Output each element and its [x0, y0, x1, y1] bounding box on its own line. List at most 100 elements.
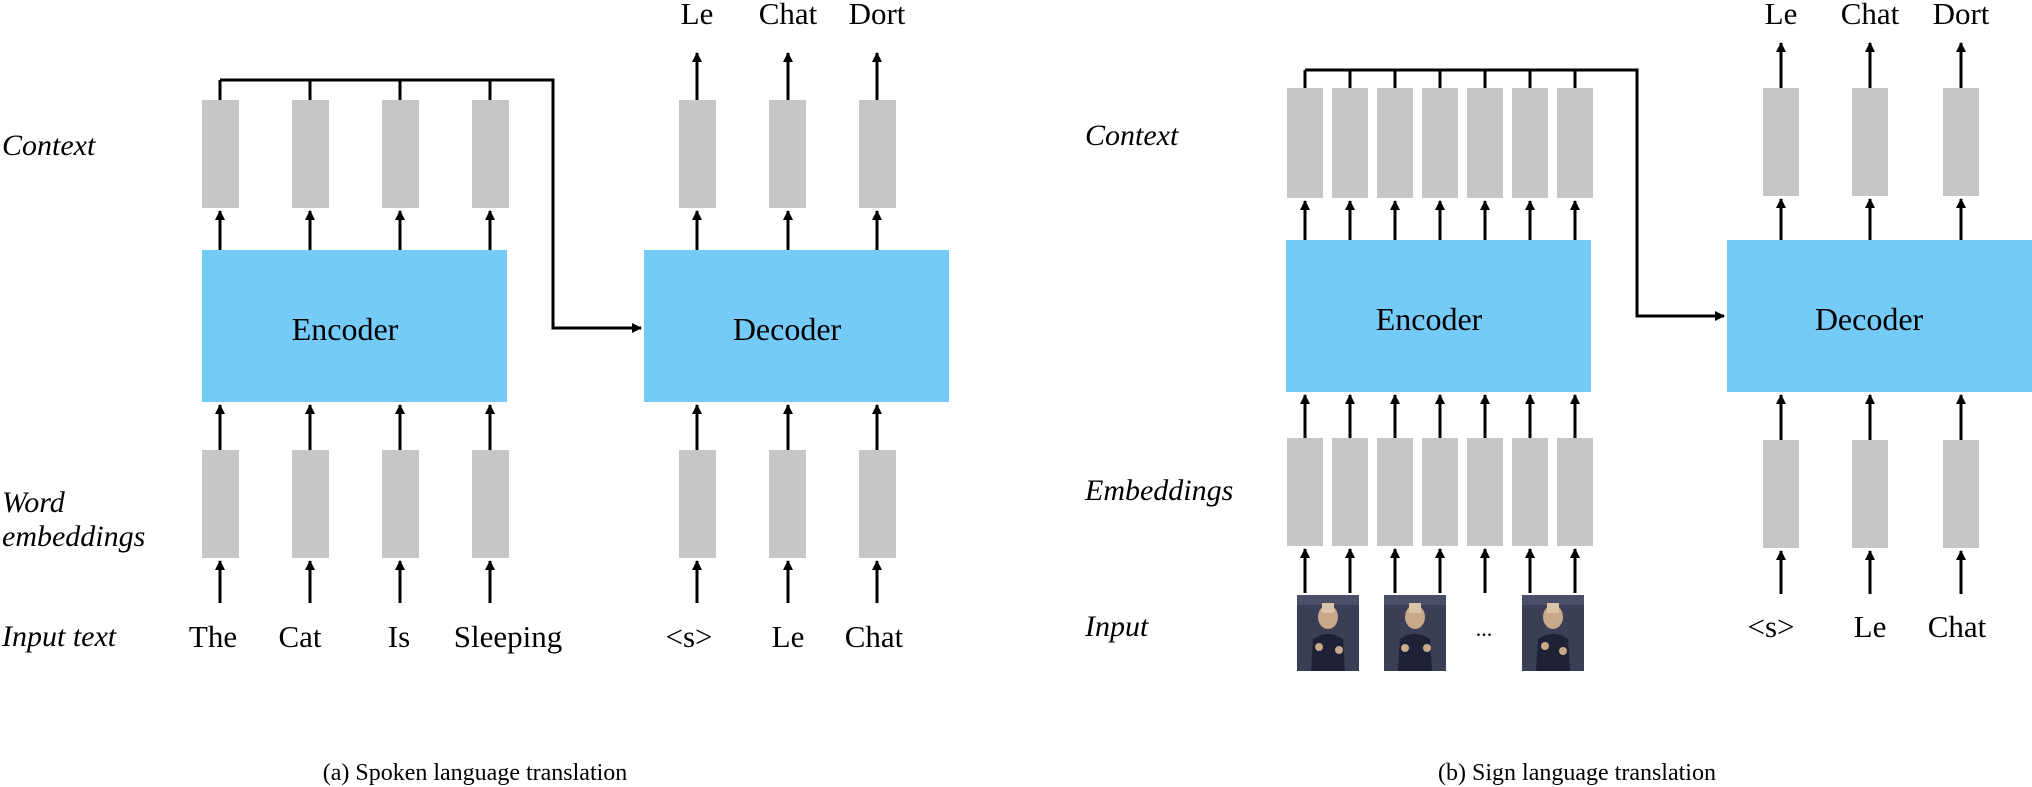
context-vector — [202, 100, 239, 208]
output-token: Le — [1765, 0, 1798, 31]
input-tokens: The Cat Is Sleeping — [189, 619, 562, 654]
input-token: Is — [388, 619, 410, 654]
decoder-state-vectors — [679, 100, 896, 208]
output-token: Dort — [849, 0, 906, 31]
encoder-block — [1286, 240, 1591, 392]
frame-to-embedding-arrows — [1300, 548, 1580, 593]
embedding-vector — [292, 450, 329, 558]
embedding-vector — [1287, 438, 1323, 546]
panel-b-sign-translation: Context Embeddings Input — [1084, 0, 2032, 786]
decoder-block — [1727, 240, 2032, 392]
decoder-input-embeddings — [679, 450, 896, 558]
decoder-input-token: Chat — [845, 619, 904, 654]
decoder-state-vectors — [1763, 88, 1979, 196]
caption-a: (a) Spoken language translation — [323, 760, 628, 786]
decoder-input-token: Le — [772, 619, 805, 654]
decoder-input-arrows — [692, 560, 882, 603]
context-vector — [1512, 88, 1548, 198]
decoder-label: Decoder — [733, 311, 842, 347]
decoder-input-vector — [679, 450, 716, 558]
input-to-embedding-arrows — [215, 560, 495, 603]
decoder-to-state-arrows — [692, 210, 882, 250]
decoder-input-vector — [1763, 440, 1799, 548]
embedding-vector — [1377, 438, 1413, 546]
decoder-vector — [1852, 88, 1888, 196]
decoder-input-token: <s> — [1747, 609, 1794, 644]
context-vector — [1557, 88, 1593, 198]
output-token: Chat — [1841, 0, 1900, 31]
frame-embedding-vectors — [1287, 438, 1593, 546]
output-token: Chat — [759, 0, 818, 31]
embeddings-row-label: Embeddings — [1084, 474, 1233, 507]
input-ellipsis: ... — [1476, 616, 1493, 641]
decoder-vector — [769, 100, 806, 208]
context-vector — [292, 100, 329, 208]
context-connection — [218, 78, 642, 333]
input-frame-3 — [1522, 595, 1584, 671]
decoder-label: Decoder — [1815, 301, 1924, 337]
decoder-block — [644, 250, 949, 402]
input-text-row-label: Input text — [1, 620, 117, 653]
decoder-output-tokens: Le Chat Dort — [1765, 0, 1990, 31]
decoder-input-token: <s> — [665, 619, 712, 654]
decoder-input-arrows — [1776, 550, 1966, 594]
decoder-input-embeddings — [1763, 440, 1979, 548]
word-embeddings-label-line1: Word — [2, 486, 66, 519]
context-row-label: Context — [2, 129, 96, 162]
embedding-vector — [382, 450, 419, 558]
embedding-vector — [1557, 438, 1593, 546]
embedding-vector — [472, 450, 509, 558]
caption-b: (b) Sign language translation — [1438, 760, 1716, 786]
context-vector — [1332, 88, 1368, 198]
context-vector — [382, 100, 419, 208]
decoder-output-tokens: Le Chat Dort — [681, 0, 906, 31]
decoder-to-state-arrows — [1776, 198, 1966, 240]
encoder-output-arrows — [215, 210, 495, 250]
decoder-output-arrows — [1776, 42, 1966, 88]
input-token: Cat — [278, 619, 321, 654]
input-token: Sleeping — [454, 619, 563, 654]
embedding-vector — [202, 450, 239, 558]
embedding-vector — [1422, 438, 1458, 546]
encoder-context-vectors — [202, 100, 509, 208]
word-embeddings-label-line2: embeddings — [2, 520, 145, 553]
context-vector — [472, 100, 509, 208]
output-token: Dort — [1933, 0, 1990, 31]
embedding-to-encoder-arrows — [1300, 394, 1580, 438]
word-embedding-vectors — [202, 450, 509, 558]
decoder-vector — [1943, 88, 1979, 196]
encoder-output-arrows — [1300, 200, 1580, 240]
embedding-to-encoder-arrows — [215, 404, 495, 450]
context-vector — [1422, 88, 1458, 198]
embedding-vector — [1332, 438, 1368, 546]
context-vector — [1287, 88, 1323, 198]
panel-a-spoken-translation: Context Word embeddings Input text En — [1, 0, 949, 786]
input-token: The — [189, 619, 237, 654]
encoder-label: Encoder — [1376, 301, 1483, 337]
context-vector — [1467, 88, 1503, 198]
encoder-context-vectors — [1287, 88, 1593, 198]
context-vector — [1377, 88, 1413, 198]
input-frame-1 — [1297, 595, 1359, 671]
encoder-block — [202, 250, 507, 402]
decoder-input-vector — [769, 450, 806, 558]
embedding-vector — [1512, 438, 1548, 546]
embedding-vector — [1467, 438, 1503, 546]
decoder-input-tokens: <s> Le Chat — [1747, 609, 1986, 644]
output-token: Le — [681, 0, 714, 31]
input-frame-2 — [1384, 595, 1446, 671]
decoder-vector — [859, 100, 896, 208]
decoder-input-token: Chat — [1928, 609, 1987, 644]
encoder-label: Encoder — [292, 311, 399, 347]
decoder-output-arrows — [692, 52, 882, 100]
context-row-label: Context — [1085, 119, 1179, 152]
decoder-input-token: Le — [1854, 609, 1887, 644]
decoder-input-embedding-arrows — [692, 404, 882, 450]
decoder-input-tokens: <s> Le Chat — [665, 619, 903, 654]
decoder-vector — [1763, 88, 1799, 196]
decoder-input-embedding-arrows — [1776, 394, 1966, 440]
decoder-vector — [679, 100, 716, 208]
input-row-label: Input — [1084, 610, 1149, 643]
context-connection — [1303, 68, 1725, 321]
